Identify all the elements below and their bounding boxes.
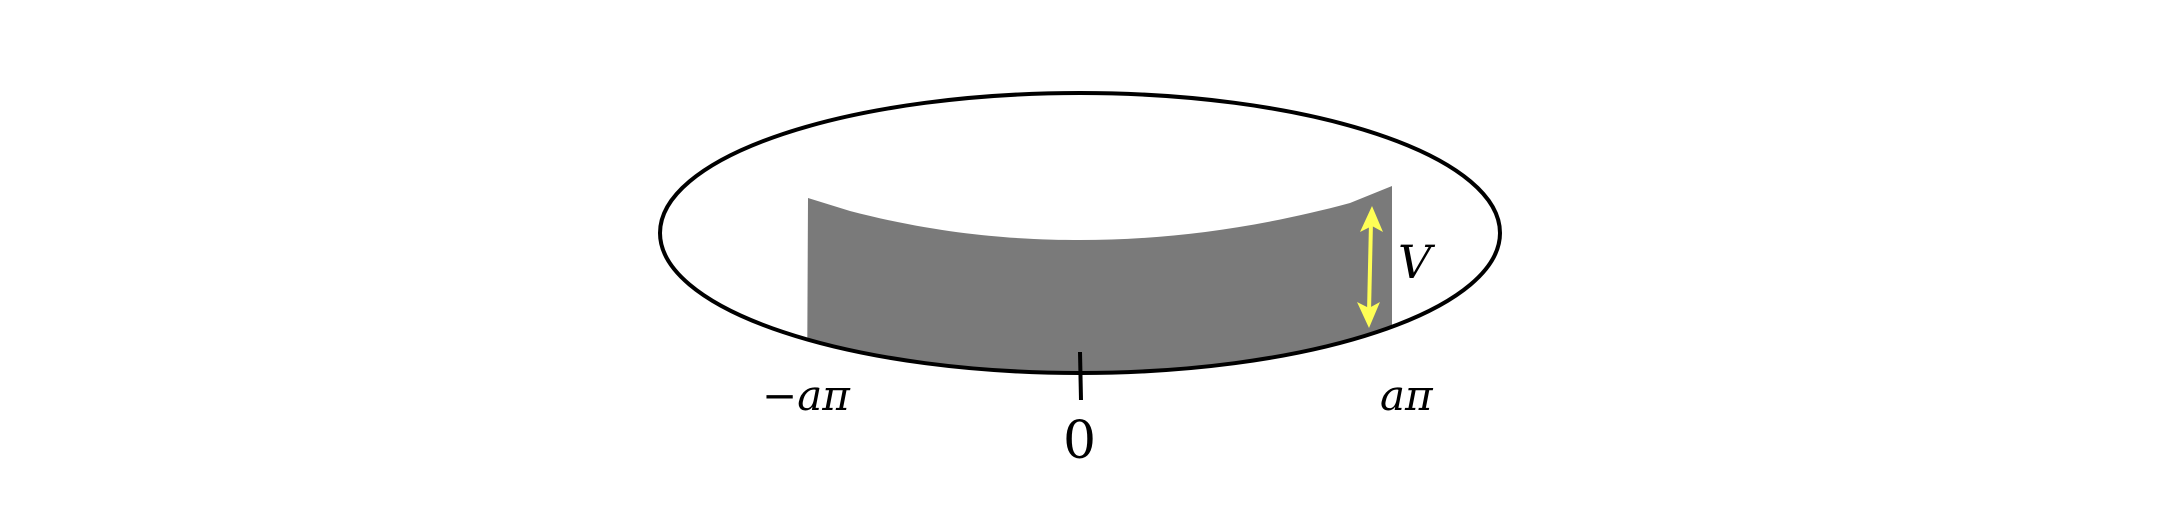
left-limit-label: −aπ <box>762 371 851 420</box>
potential-height-arrow <box>1357 206 1383 328</box>
potential-label: V <box>1398 235 1436 289</box>
arrow-shaft <box>1367 221 1373 313</box>
zero-label: 0 <box>1063 411 1096 471</box>
right-limit-label: aπ <box>1380 371 1434 420</box>
potential-region <box>807 186 1392 373</box>
zero-tick <box>1078 351 1083 401</box>
arrow-head-down <box>1357 302 1380 328</box>
arrow-head-up <box>1360 206 1383 232</box>
